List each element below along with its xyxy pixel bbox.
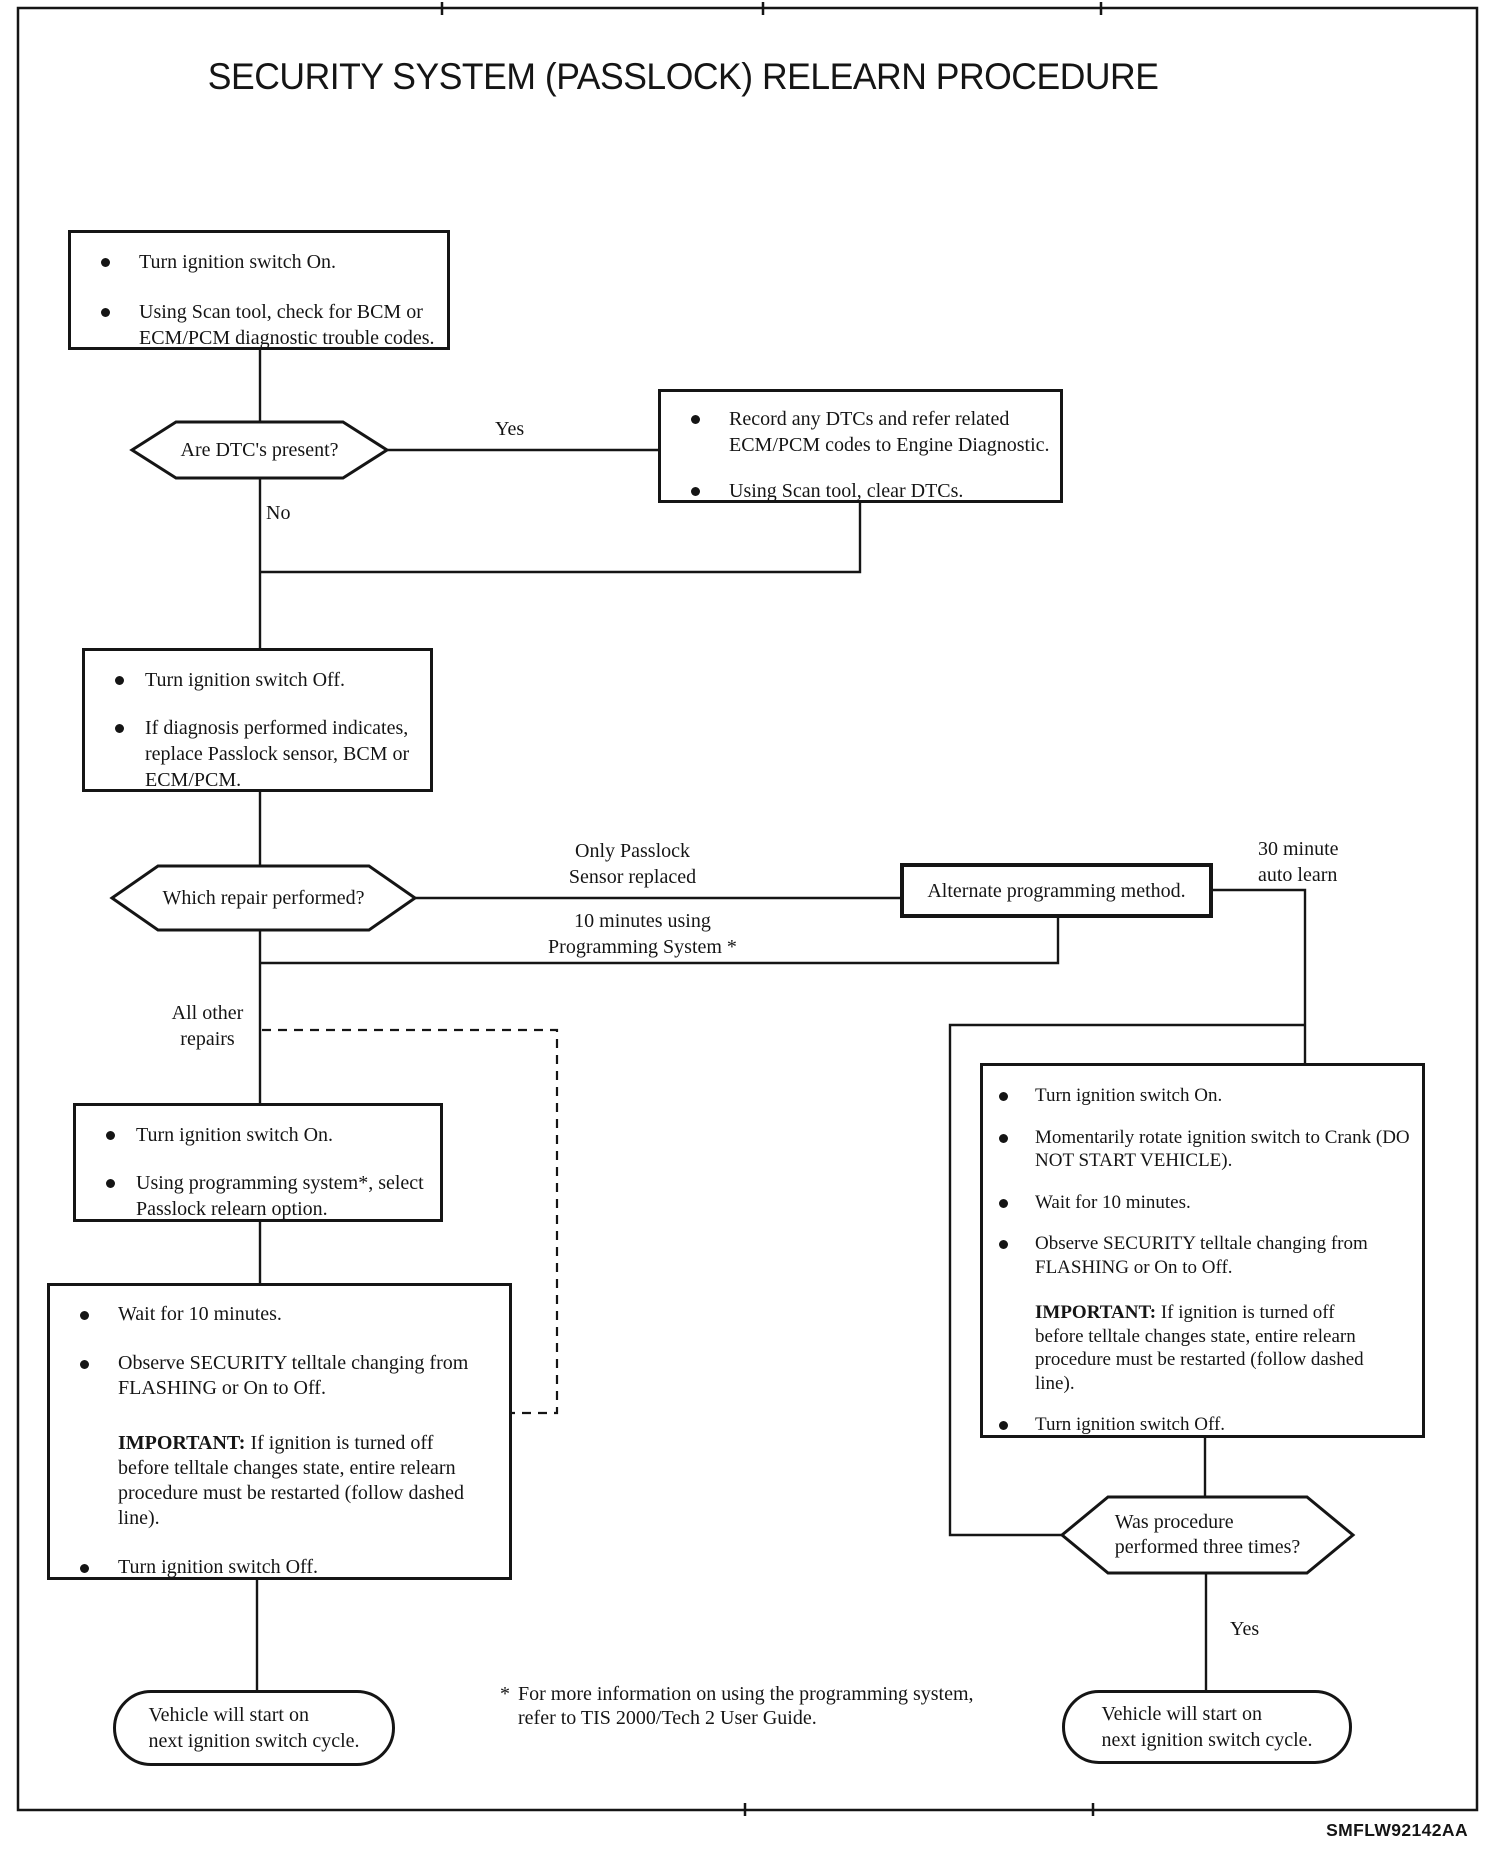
thirty-minute-connector xyxy=(1213,888,1307,1063)
wait-observe-item: Turn ignition switch Off. xyxy=(50,1555,509,1580)
program-select-box: Turn ignition switch On. Using programmi… xyxy=(73,1103,443,1222)
start-box: Turn ignition switch On. Using Scan tool… xyxy=(68,230,450,350)
program-select-item: Using programming system*, select Passlo… xyxy=(76,1170,440,1222)
footnote: * For more information on using the prog… xyxy=(500,1683,974,1730)
record-dtcs-item: Record any DTCs and refer related ECM/PC… xyxy=(661,406,1060,458)
repair-decision: Which repair performed? xyxy=(162,886,365,909)
document-code: SMFLW92142AA xyxy=(1326,1820,1468,1840)
vehicle-start-oval-left: Vehicle will start on next ignition swit… xyxy=(113,1690,395,1766)
start-box-item: Using Scan tool, check for BCM or ECM/PC… xyxy=(71,299,447,351)
ignition-off-item: Turn ignition switch Off. xyxy=(85,667,430,693)
right-procedure-item: Observe SECURITY telltale changing from … xyxy=(983,1232,1422,1279)
three-times-decision-shape xyxy=(1059,1495,1356,1575)
start-box-item: Turn ignition switch On. xyxy=(71,249,447,275)
important-note: IMPORTANT: If ignition is turned off bef… xyxy=(118,1432,464,1529)
three-times-decision: Was procedure performed three times? xyxy=(1114,1511,1301,1558)
wait-observe-box: Wait for 10 minutes. Observe SECURITY te… xyxy=(47,1283,512,1580)
yes-label-top: Yes xyxy=(495,418,525,440)
dtc-decision-shape xyxy=(129,420,390,480)
right-procedure-box: Turn ignition switch On. Momentarily rot… xyxy=(980,1063,1425,1438)
important-note: IMPORTANT: If ignition is turned off bef… xyxy=(1035,1302,1364,1394)
connector-lines xyxy=(255,350,1307,1690)
footnote-asterisk: * xyxy=(500,1683,510,1705)
yes-label-bottom: Yes xyxy=(1230,1618,1260,1640)
ten-minute-return-connector xyxy=(260,918,1060,965)
vehicle-start-oval-right: Vehicle will start on next ignition swit… xyxy=(1062,1690,1352,1764)
program-select-item: Turn ignition switch On. xyxy=(76,1122,440,1148)
all-other-repairs-label: All other repairs xyxy=(171,1002,244,1050)
only-passlock-label: Only Passlock Sensor replaced xyxy=(568,840,697,888)
right-procedure-item: Turn ignition switch Off. xyxy=(983,1413,1422,1437)
right-procedure-item: Turn ignition switch On. xyxy=(983,1084,1422,1108)
wait-observe-item: Wait for 10 minutes. xyxy=(50,1302,509,1327)
alternate-method-box: Alternate programming method. xyxy=(900,863,1213,918)
page-frame xyxy=(16,2,1479,1816)
repeat-loop-connector xyxy=(948,1023,1305,1537)
record-return-connector xyxy=(260,503,862,574)
ten-minutes-label: 10 minutes using Programming System * xyxy=(548,910,737,958)
ignition-off-item: If diagnosis performed indicates, replac… xyxy=(85,715,430,793)
record-dtcs-box: Record any DTCs and refer related ECM/PC… xyxy=(658,389,1063,503)
flowchart-title: SECURITY SYSTEM (PASSLOCK) RELEARN PROCE… xyxy=(207,56,1159,97)
dtc-decision: Are DTC's present? xyxy=(180,438,339,461)
right-procedure-item: Wait for 10 minutes. xyxy=(983,1191,1422,1215)
ignition-off-box: Turn ignition switch Off. If diagnosis p… xyxy=(82,648,433,792)
wait-observe-item: Observe SECURITY telltale changing from … xyxy=(50,1351,509,1401)
dashed-restart-path xyxy=(262,1028,559,1415)
thirty-minute-label: 30 minute auto learn xyxy=(1258,838,1339,886)
right-procedure-item: Momentarily rotate ignition switch to Cr… xyxy=(983,1126,1422,1173)
repair-decision-shape xyxy=(109,864,418,932)
record-dtcs-item: Using Scan tool, clear DTCs. xyxy=(661,478,1060,504)
no-label: No xyxy=(266,502,291,524)
